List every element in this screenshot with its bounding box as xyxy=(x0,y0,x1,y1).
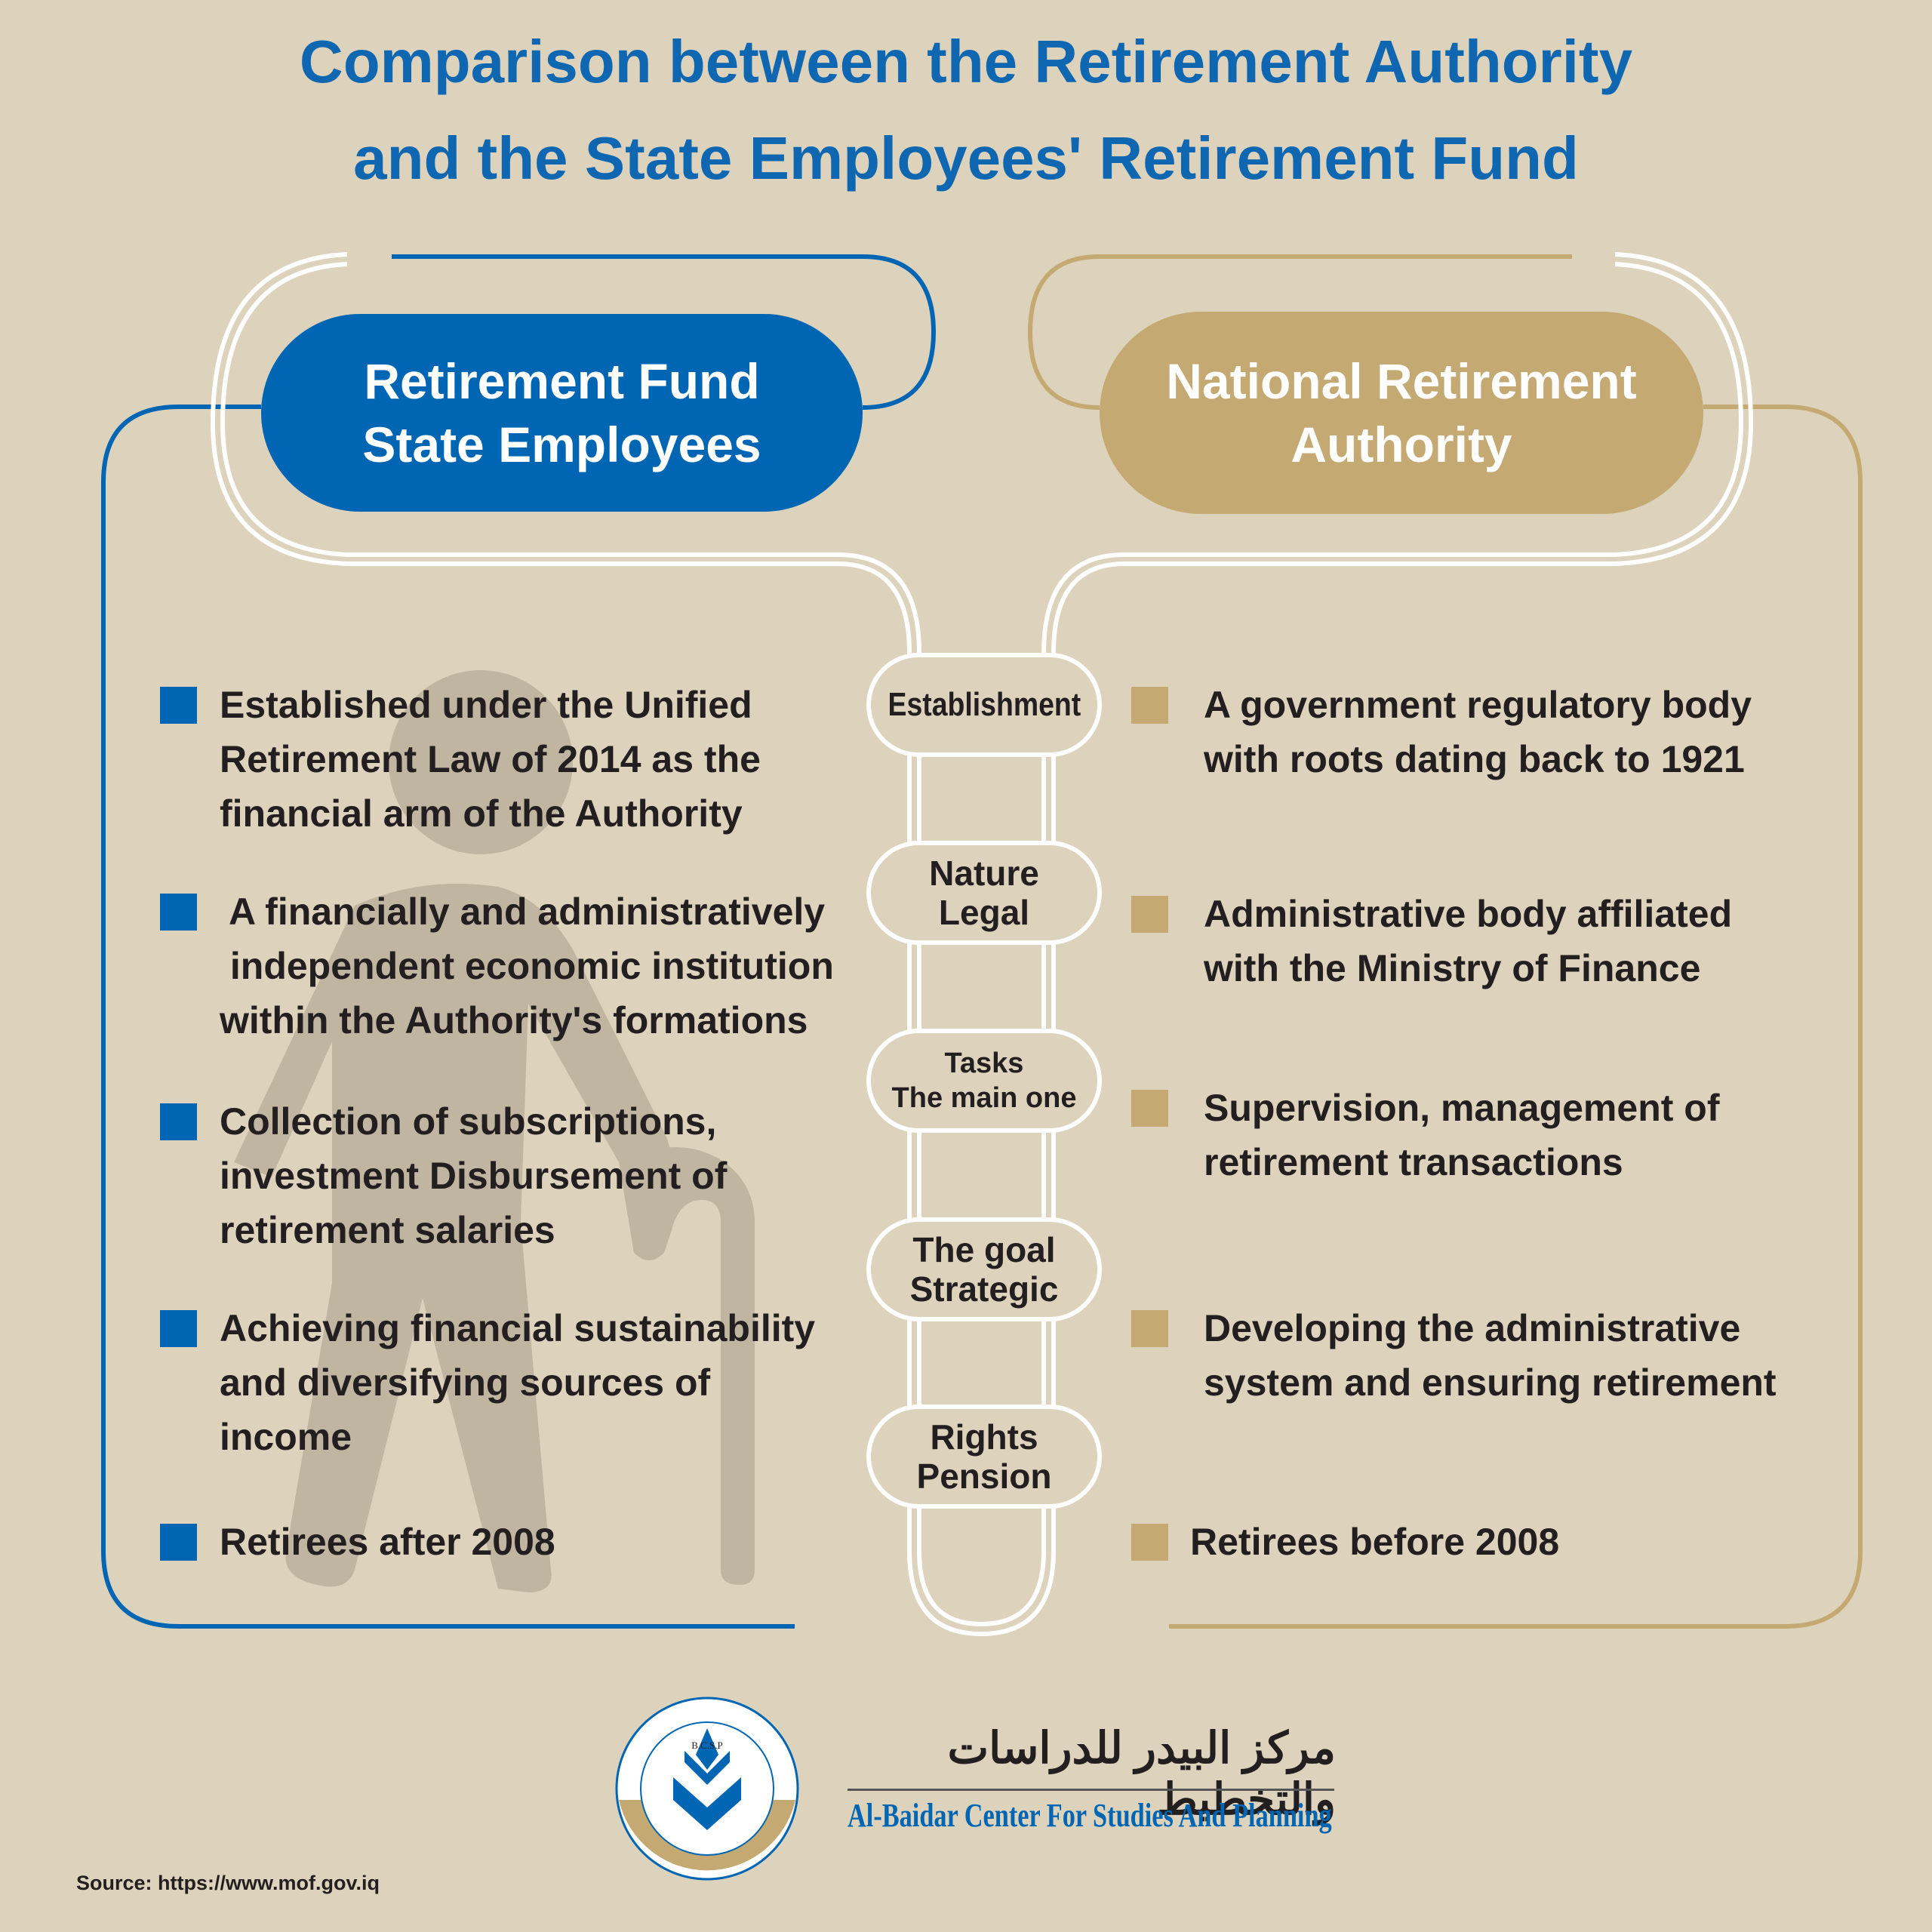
item-line: Retirees after 2008 xyxy=(220,1521,555,1563)
heading-line1: National Retirement xyxy=(1166,353,1637,409)
item-line: Retirees before 2008 xyxy=(1190,1521,1560,1563)
bullet-square-icon xyxy=(160,894,197,931)
comparison-item: Retirees before 2008 xyxy=(1190,1515,1559,1569)
org-name-arabic: مركز البيدر للدراسات والتخطيط xyxy=(947,1724,1336,1824)
comparison-item: Collection of subscriptions, investment D… xyxy=(220,1094,727,1257)
item-line: Achieving financial sustainability xyxy=(220,1307,816,1349)
heading-line1: Retirement Fund xyxy=(364,353,760,409)
item-line: and diversifying sources of xyxy=(220,1361,711,1404)
criterion-label: Tasks xyxy=(944,1048,1024,1079)
comparison-item: Developing the administrative system and … xyxy=(1204,1301,1777,1410)
item-line: with roots dating back to 1921 xyxy=(1204,738,1745,780)
source-text: Source: https://www.mof.gov.iq xyxy=(76,1872,380,1894)
logo-text: B.C.S.P xyxy=(691,1740,723,1751)
bullet-square-icon xyxy=(160,687,197,724)
item-line: A financially and administratively xyxy=(220,891,826,933)
heading-line2: State Employees xyxy=(362,417,761,472)
item-line: with the Ministry of Finance xyxy=(1204,947,1701,989)
item-line: retirement transactions xyxy=(1204,1141,1623,1183)
elderly-man-silhouette xyxy=(234,670,755,1592)
item-line: retirement salaries xyxy=(220,1209,555,1251)
item-line: Administrative body affiliated xyxy=(1204,893,1733,935)
bullet-square-icon xyxy=(1131,1090,1168,1127)
criterion-label: Establishment xyxy=(888,686,1081,723)
item-line: system and ensuring retirement xyxy=(1204,1361,1777,1404)
comparison-item: Supervision, management of retirement tra… xyxy=(1204,1081,1719,1189)
comparison-item: A government regulatory body with roots d… xyxy=(1204,678,1752,786)
item-line: financial arm of the Authority xyxy=(220,792,743,835)
comparison-item: Retirees after 2008 xyxy=(220,1515,555,1569)
criterion-establishment: Establishment xyxy=(866,653,1102,757)
al-baidar-logo: B.C.S.P xyxy=(615,1697,799,1881)
criterion-label: The goal xyxy=(912,1230,1056,1269)
item-line: A government regulatory body xyxy=(1204,684,1752,726)
item-line: Collection of subscriptions, xyxy=(220,1100,717,1143)
comparison-item: A financially and administratively indep… xyxy=(220,884,834,1048)
heading-line2: Authority xyxy=(1291,417,1512,472)
item-line: Developing the administrative xyxy=(1204,1307,1741,1349)
bullet-square-icon xyxy=(160,1524,197,1561)
bullet-square-icon xyxy=(1131,896,1168,933)
item-line: investment Disbursement of xyxy=(220,1155,728,1197)
criterion-label: Legal xyxy=(938,893,1030,932)
criterion-label: The main one xyxy=(891,1082,1077,1114)
bullet-square-icon xyxy=(160,1103,197,1140)
bullet-square-icon xyxy=(160,1310,197,1347)
criterion-label: Pension xyxy=(916,1457,1052,1496)
item-line: Supervision, management of xyxy=(1204,1087,1720,1129)
item-line: income xyxy=(220,1416,352,1458)
item-line: within the Authority's formations xyxy=(220,999,808,1041)
comparison-item: Administrative body affiliated with the M… xyxy=(1204,887,1732,995)
item-line: Established under the Unified xyxy=(220,684,752,726)
page-title-line2: and the State Employees' Retirement Fund xyxy=(353,125,1579,192)
item-line: independent economic institution xyxy=(220,945,834,987)
comparison-item: Achieving financial sustainability and di… xyxy=(220,1301,815,1464)
criterion-label: Nature xyxy=(929,854,1039,893)
org-name-english: Al-Baidar Center For Studies And Plannin… xyxy=(848,1797,1332,1834)
footer-divider xyxy=(848,1789,1334,1791)
bullet-square-icon xyxy=(1131,687,1168,724)
criterion-label: Rights xyxy=(930,1417,1038,1457)
page-title-line1: Comparison between the Retirement Author… xyxy=(299,28,1633,95)
bullet-square-icon xyxy=(1131,1310,1168,1347)
item-line: Retirement Law of 2014 as the xyxy=(220,738,761,780)
bullet-square-icon xyxy=(1131,1524,1168,1561)
criterion-label: Strategic xyxy=(909,1269,1059,1309)
